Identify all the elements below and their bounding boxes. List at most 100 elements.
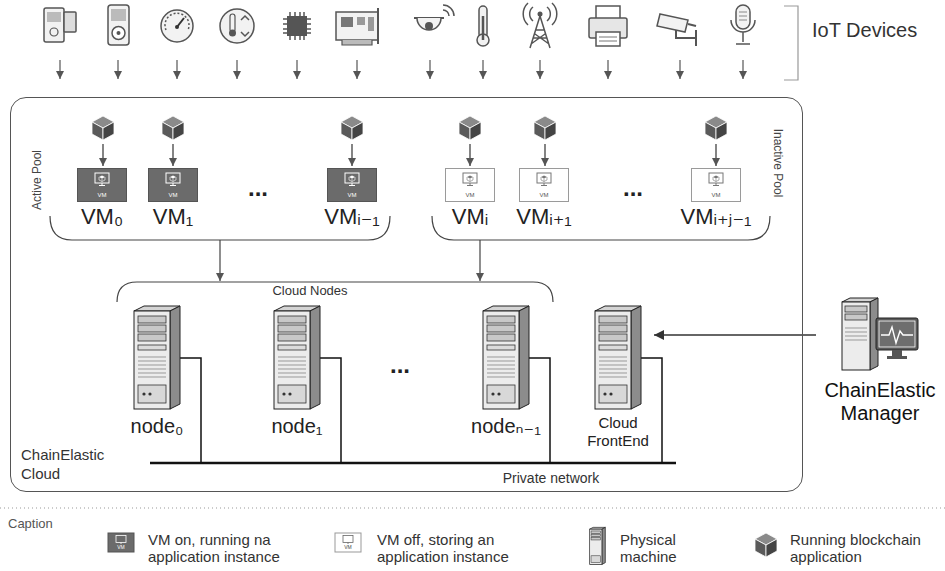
vm-box: VM [148, 168, 198, 202]
vm-icon [170, 176, 176, 179]
device-arrows [236, 60, 237, 79]
server-figure [278, 385, 306, 403]
dome-camera-icon [414, 5, 454, 30]
icon-text: VM [344, 545, 352, 551]
private-network-bus [180, 358, 201, 463]
blockchain-app-cubes [92, 116, 114, 140]
server-figure [132, 305, 182, 410]
device-arrows [296, 60, 297, 79]
legend-server-icon [591, 531, 601, 534]
vm-icon [541, 176, 547, 179]
node-label: node₁ [271, 414, 322, 438]
cctv-camera-icon [657, 14, 688, 32]
dome-camera-icon [417, 18, 441, 30]
camcorder-icon [44, 8, 76, 42]
server-figure [599, 325, 627, 332]
manager-machine: ChainElastic Manager [816, 296, 944, 425]
vm-icon [537, 173, 551, 183]
device-arrows [117, 60, 118, 79]
gauge-icon [175, 25, 179, 29]
thermostat-icon [241, 16, 249, 36]
pool-arrows [479, 240, 480, 281]
legend-server-icon [591, 556, 601, 562]
server-figure [148, 392, 151, 395]
antenna-tower-icon [538, 12, 543, 17]
server-machine: nodeₙ₋₁ [469, 305, 543, 438]
legend-cube-icon [755, 533, 777, 557]
vm-icon [709, 173, 723, 183]
server-figure [487, 385, 515, 403]
vm-icon [99, 183, 105, 186]
manager-label: ChainElastic Manager [818, 379, 942, 425]
cctv-camera-icon [688, 24, 696, 26]
vm-icon [713, 176, 719, 179]
node-label: Cloud FrontEnd [584, 414, 652, 450]
server-figure [491, 392, 494, 395]
vm-icon-text: VM [169, 192, 178, 199]
printer-icon [599, 37, 617, 41]
vm-label: VMᵢ [452, 204, 488, 230]
blockchain-app-cubes [705, 116, 727, 140]
server-figure [487, 316, 515, 323]
vm-instance: VMVMᵢ₊ⱼ₋₁ [679, 168, 754, 230]
server-figure [481, 305, 531, 410]
camcorder-icon [47, 12, 61, 22]
vm-icon [467, 177, 473, 182]
manager-figure [892, 350, 902, 356]
blockchain-app-cubes [162, 116, 184, 140]
cube-arrows [102, 144, 103, 166]
vm-icon [166, 173, 180, 183]
device-arrows [356, 60, 357, 79]
legend-heading: Caption [8, 517, 53, 532]
server-figure-box [481, 305, 531, 410]
private-network-bus [529, 358, 550, 463]
blockchain-app-cubes [92, 116, 727, 140]
private-network-bus [320, 358, 341, 463]
legend-server-icon [590, 529, 602, 564]
server-figure [603, 392, 606, 395]
music-player-icon [111, 9, 126, 21]
server-figure [138, 334, 166, 341]
boundary-label: ChainElastic Cloud [21, 445, 121, 483]
vm-label: VMᵢ₋₁ [324, 204, 380, 230]
server-figure [631, 306, 641, 409]
server-figure-box [593, 305, 643, 410]
gauge-icon [161, 10, 193, 42]
manager-figure [845, 314, 867, 320]
vm-icon [463, 173, 477, 183]
legend-server-icon [590, 527, 606, 564]
device-arrows [679, 60, 680, 79]
vm-icon [467, 183, 473, 186]
cctv-camera-icon [657, 14, 696, 46]
expansion-card-icon [342, 40, 372, 45]
server-figure [599, 345, 627, 350]
server-figure [278, 357, 306, 377]
server-figure-box [132, 305, 182, 410]
legend-vm-on-icon [108, 533, 134, 552]
cube-arrows [544, 144, 545, 166]
server-figure [483, 311, 519, 409]
group-label: IoT Devices [812, 19, 917, 42]
server-figure [519, 306, 529, 409]
server-figure [134, 311, 170, 409]
vm-icon [95, 173, 109, 183]
server-figure-box [272, 305, 322, 410]
legend-text: VM off, storing an application instance [377, 531, 527, 565]
camcorder-icon [44, 8, 64, 42]
vm-icon [713, 177, 719, 182]
microphone-icon [731, 5, 755, 44]
expansion-card-icon [341, 17, 353, 27]
chip-icon [283, 12, 311, 40]
server-figure [278, 334, 306, 341]
device-arrows [482, 60, 483, 79]
thermostat-icon [230, 14, 235, 32]
camcorder-icon [50, 28, 58, 36]
pool-label: Inactive Pool [770, 129, 784, 198]
vm-instance: VMVMᵢ₊₁ [514, 168, 574, 230]
server-figure [609, 392, 612, 395]
printer-icon [589, 6, 627, 46]
music-player-icon [108, 5, 129, 45]
expansion-card-icon [377, 8, 379, 44]
server-figure [278, 325, 306, 332]
